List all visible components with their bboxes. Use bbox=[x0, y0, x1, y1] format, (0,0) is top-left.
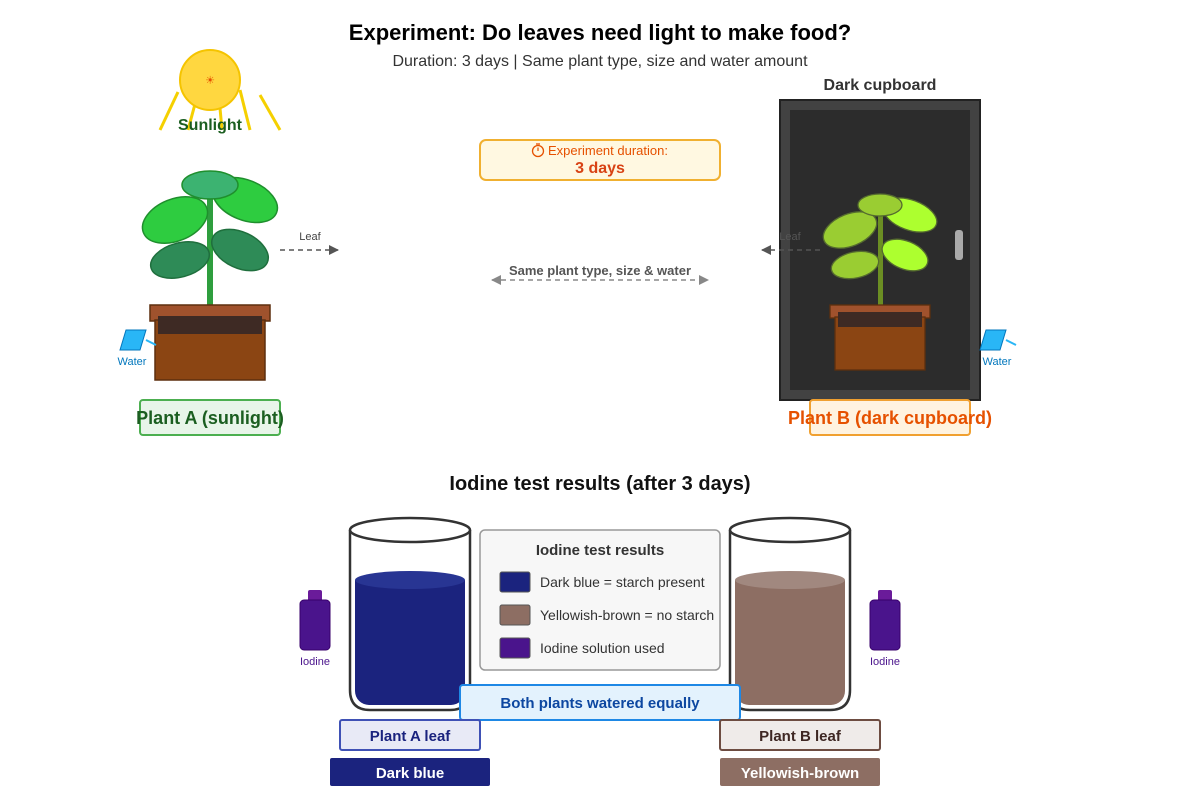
beaker-b-liquid bbox=[735, 580, 845, 705]
water-drop-icon bbox=[119, 329, 157, 351]
beaker-a-label-box bbox=[339, 719, 481, 751]
leaf-label-b: Leaf bbox=[779, 231, 801, 243]
sun-icon: ☀ bbox=[158, 49, 282, 131]
beaker-icon-a bbox=[348, 516, 472, 712]
comparison-label: Same plant type, size & water bbox=[509, 263, 691, 278]
duration-box: Experiment duration: 3 days bbox=[479, 139, 721, 181]
legend-swatch-no-starch bbox=[499, 604, 531, 626]
iodine-bottle-icon-a bbox=[299, 590, 331, 651]
results-title: Iodine test results (after 3 days) bbox=[449, 473, 750, 495]
duration-caption: Experiment duration: bbox=[548, 143, 668, 158]
plant-b-label-box bbox=[809, 399, 971, 436]
page-title: Experiment: Do leaves need light to make… bbox=[349, 20, 851, 45]
legend-item-starch: Dark blue = starch present bbox=[540, 574, 705, 590]
plant-a-label-box bbox=[139, 399, 281, 436]
beaker-icon-b bbox=[728, 516, 852, 712]
legend-item-no-starch: Yellowish-brown = no starch bbox=[540, 607, 714, 623]
cupboard-label: Dark cupboard bbox=[824, 77, 937, 94]
beaker-b-label: Plant B leaf bbox=[759, 728, 842, 745]
page-subtitle: Duration: 3 days | Same plant type, size… bbox=[392, 53, 808, 70]
beaker-b-result: Yellowish-brown bbox=[741, 765, 859, 782]
legend-box: Iodine test results Dark blue = starch p… bbox=[479, 529, 721, 671]
legend-swatch-iodine bbox=[499, 637, 531, 659]
duration-value: 3 days bbox=[575, 160, 625, 177]
plant-a-group: ☀ Sunlight Leaf Water Plant A (sunlight) bbox=[118, 49, 339, 436]
sunlight-label: Sunlight bbox=[178, 117, 243, 134]
beaker-a-liquid bbox=[355, 580, 465, 705]
water-label-a: Water bbox=[118, 356, 147, 368]
beaker-b-result-box bbox=[720, 758, 880, 786]
beaker-a-result: Dark blue bbox=[376, 765, 444, 782]
plant-a-name: Plant A (sunlight) bbox=[136, 408, 284, 428]
water-label-b: Water bbox=[983, 356, 1012, 368]
iodine-bottle-icon-b bbox=[869, 590, 901, 651]
iodine-label-b: Iodine bbox=[870, 656, 900, 668]
plant-icon-pale bbox=[822, 193, 938, 371]
leaf-label-a: Leaf bbox=[299, 231, 321, 243]
stopwatch-icon bbox=[531, 143, 545, 158]
beaker-a-label: Plant A leaf bbox=[370, 728, 452, 745]
water-drop-icon-b bbox=[979, 329, 1017, 351]
svg-text:☀: ☀ bbox=[205, 75, 215, 87]
beaker-b-label-box bbox=[719, 719, 881, 751]
plant-b-group: Dark cupboard Leaf Water bbox=[761, 77, 1017, 436]
legend-swatch-starch bbox=[499, 571, 531, 593]
legend-title: Iodine test results bbox=[536, 542, 664, 559]
plant-b-name: Plant B (dark cupboard) bbox=[788, 408, 992, 428]
watered-note-box bbox=[459, 684, 741, 721]
iodine-label-a: Iodine bbox=[300, 656, 330, 668]
beaker-a-result-box bbox=[330, 758, 490, 786]
legend-item-iodine: Iodine solution used bbox=[540, 640, 665, 656]
watered-note: Both plants watered equally bbox=[500, 695, 700, 712]
plant-icon bbox=[141, 170, 279, 381]
